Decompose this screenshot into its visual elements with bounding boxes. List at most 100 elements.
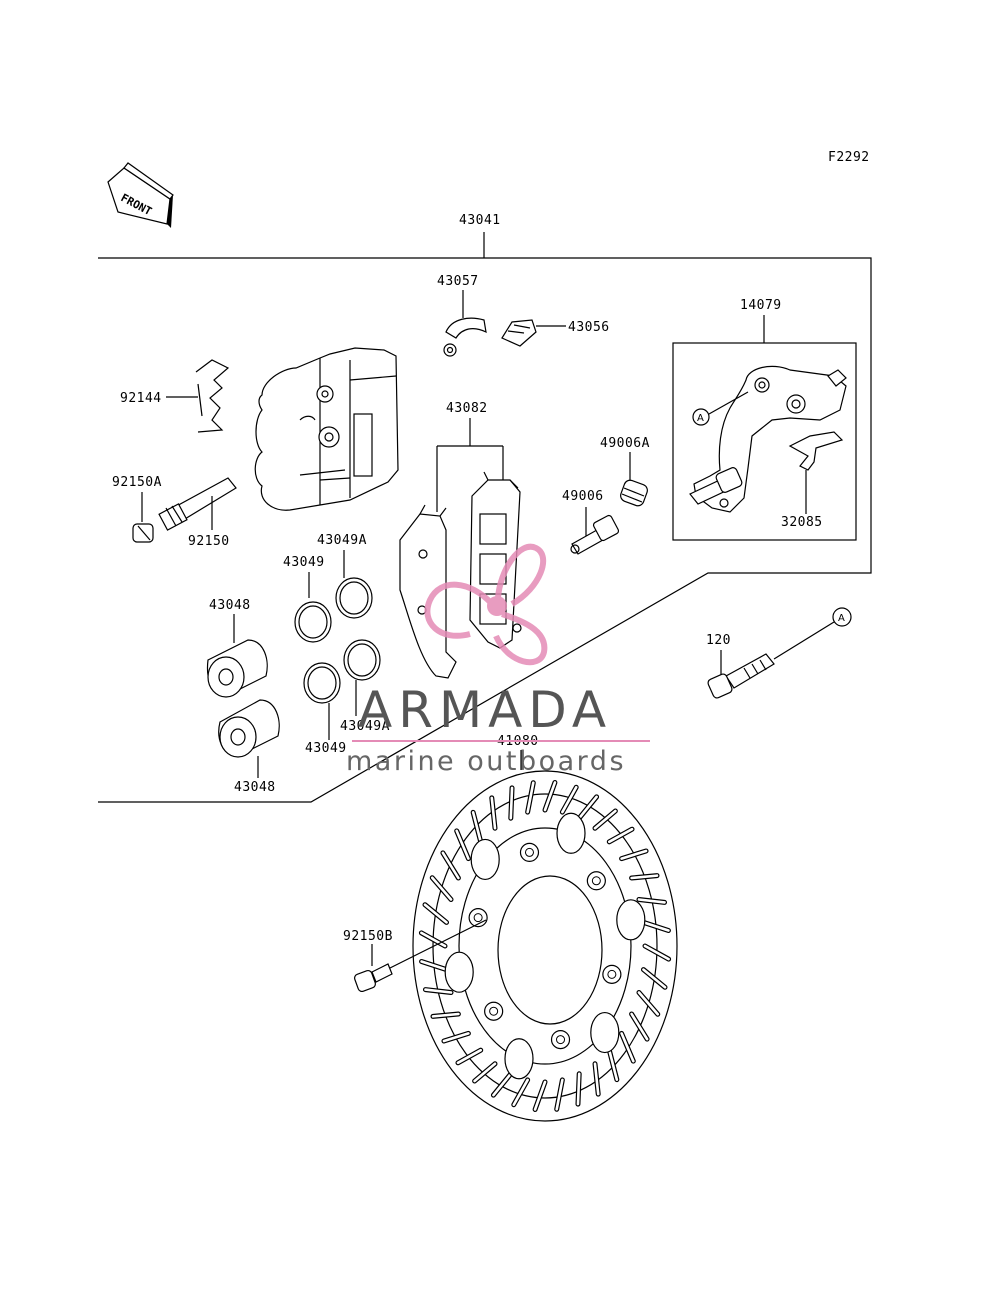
- disc-bolt-part: [353, 963, 393, 993]
- disc-lightening-hole: [470, 838, 500, 881]
- disc-vent-slot-inner: [456, 1048, 483, 1065]
- disc-slots: [418, 780, 672, 1112]
- disc-vent-slot-inner: [607, 827, 634, 844]
- front-arrow-icon: FRONT: [107, 162, 174, 228]
- disc-vent-slot-inner: [642, 921, 670, 932]
- part-label-43048-top: 43048: [209, 598, 251, 613]
- disc-vent-slot-inner: [420, 931, 447, 948]
- disc-vent-slot-inner: [643, 944, 670, 961]
- pad-spring-part: [195, 359, 230, 433]
- part-label-43049A-top: 43049A: [317, 533, 367, 548]
- disc-rivet-hole: [484, 1001, 504, 1021]
- caliper-body-part: [254, 347, 399, 511]
- disc-vent-slot-inner: [577, 795, 598, 820]
- bracket-clip-part: [788, 431, 844, 471]
- disc-lightening-hole: [504, 1038, 534, 1080]
- pin-cap-part: [132, 523, 154, 543]
- pin-boot-part: [620, 479, 648, 507]
- disc-lightening-hole: [444, 951, 474, 993]
- disc-rivet-hole-inner: [524, 847, 534, 857]
- part-label-32085: 32085: [781, 515, 823, 530]
- mounting-bolt-part: [707, 653, 775, 699]
- watermark-title: ARMADA: [358, 681, 612, 739]
- disc-vent-slot-inner: [637, 991, 660, 1016]
- part-label-92144: 92144: [120, 391, 162, 406]
- armada-watermark: ARMADA marine outboards: [346, 543, 650, 777]
- disc-vent-slot-inner: [512, 1078, 529, 1107]
- armada-propeller-logo-icon: [424, 543, 548, 666]
- part-label-43049A-bot: 43049A: [340, 719, 390, 734]
- piston-bottom-part: [218, 699, 280, 758]
- disc-rivet-hole: [550, 1030, 571, 1050]
- brake-pad-right-part: [469, 471, 522, 649]
- ref-marker-a-text: A: [697, 413, 704, 424]
- part-label-14079: 14079: [740, 298, 782, 313]
- disc-lightening-hole: [616, 899, 646, 941]
- disc-vent-slot-inner: [533, 1080, 547, 1111]
- disc-rivet-hole-inner: [473, 913, 483, 923]
- part-label-49006A: 49006A: [600, 436, 650, 451]
- part-label-43057: 43057: [437, 274, 479, 289]
- caliper-bracket-part: [689, 365, 847, 513]
- figure-code: F2292: [828, 150, 870, 165]
- part-label-120: 120: [706, 633, 731, 648]
- bracket-box: [672, 342, 857, 541]
- part-label-43049-top: 43049: [283, 555, 325, 570]
- disc-rivet-hole-inner: [489, 1006, 499, 1016]
- disc-rivet-holes: [444, 812, 646, 1080]
- disc-vent-slot-inner: [630, 874, 659, 880]
- ref-marker-a-bolt: A: [832, 607, 852, 627]
- piston-top-part: [206, 639, 268, 698]
- disc-vent-slot-inner: [543, 781, 557, 812]
- ref-marker-a-text-2: A: [838, 613, 845, 624]
- part-label-49006: 49006: [562, 489, 604, 504]
- disc-vent-slot-inner: [430, 876, 453, 901]
- piston-seal-parts: [294, 577, 381, 704]
- disc-rivet-hole-inner: [591, 876, 601, 886]
- disc-vent-slot-inner: [490, 796, 497, 830]
- disc-vent-slot-inner: [576, 1072, 581, 1106]
- disc-vent-slot-inner: [555, 1078, 564, 1111]
- part-label-43082: 43082: [446, 401, 488, 416]
- pad-pin-part: [158, 477, 237, 531]
- slide-pin-part: [570, 514, 620, 555]
- disc-vent-slot-inner: [492, 1072, 513, 1097]
- part-label-92150A: 92150A: [112, 475, 162, 490]
- brake-pad-left-part: [399, 504, 457, 679]
- disc-vent-slot-inner: [607, 1048, 619, 1081]
- disc-lightening-hole: [556, 812, 586, 854]
- disc-vent-slot-inner: [561, 785, 578, 814]
- disc-lightening-hole: [590, 1011, 620, 1054]
- disc-vent-slot-inner: [526, 781, 535, 814]
- disc-vent-slot-inner: [593, 809, 617, 830]
- disc-vent-slot-inner: [620, 1032, 635, 1063]
- disc-vent-slot-inner: [642, 968, 667, 989]
- part-label-92150B: 92150B: [343, 929, 393, 944]
- bleeder-cap-part: [443, 317, 487, 357]
- disc-vent-slot-inner: [424, 988, 453, 994]
- part-label-43041: 43041: [459, 213, 501, 228]
- ref-marker-a-bracket: A: [692, 391, 749, 426]
- part-label-43049-bot: 43049: [305, 741, 347, 756]
- assembly-outline: [98, 232, 872, 803]
- disc-vent-slot-inner: [509, 786, 514, 820]
- disc-rivet-hole: [602, 964, 622, 984]
- disc-vent-slot-inner: [442, 1032, 470, 1043]
- disc-rivet-hole: [586, 871, 606, 891]
- disc-vent-slot-inner: [471, 811, 483, 844]
- part-label-43056: 43056: [568, 320, 610, 335]
- brake-disc-part: [412, 770, 678, 1122]
- part-label-92150: 92150: [188, 534, 230, 549]
- disc-vent-slot-inner: [423, 903, 448, 924]
- disc-vent-slot-inner: [455, 829, 470, 860]
- part-label-43048-bot: 43048: [234, 780, 276, 795]
- watermark-subtitle: marine outboards: [346, 746, 626, 777]
- disc-vent-slot-inner: [637, 898, 666, 904]
- disc-rivet-hole-inner: [607, 969, 617, 979]
- disc-vent-slot-inner: [441, 851, 460, 880]
- bleeder-valve-part: [501, 319, 537, 347]
- disc-vent-slot-inner: [473, 1062, 497, 1083]
- disc-vent-slot-inner: [593, 1062, 600, 1096]
